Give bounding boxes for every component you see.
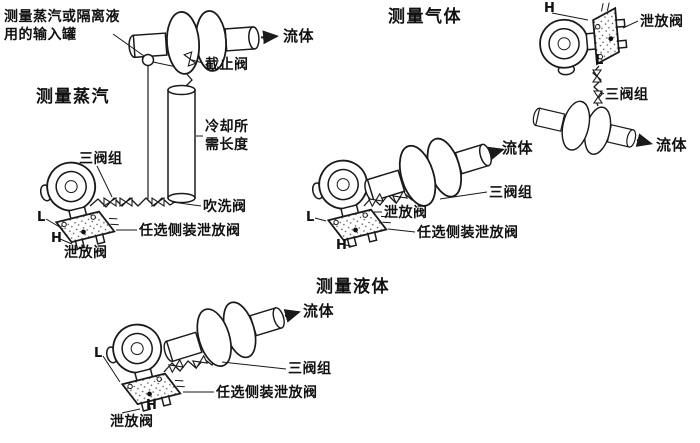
liquid-low-port-label: L	[94, 346, 103, 361]
leader-line	[439, 191, 488, 200]
leader-line	[102, 355, 121, 383]
steam-manifold-label: 三阀组	[79, 151, 123, 167]
gas-side-fluid-label: 流体	[502, 139, 534, 157]
leader-line	[551, 12, 589, 21]
liquid-fluid-label: 流体	[303, 302, 335, 320]
gas-fluid-label: 流体	[656, 136, 688, 154]
steam-cooling-length-label: 冷却所 需长度	[205, 119, 249, 154]
steam-assembly	[34, 5, 279, 256]
flow-arrow	[283, 309, 301, 323]
leader-line	[96, 165, 113, 198]
liquid-drain-valve-label: 泄放阀	[110, 414, 154, 430]
steam-inlet-tank-note: 测量蒸汽或隔离液 用的输入罐	[4, 9, 120, 44]
steam-drain-valve-label: 泄放阀	[64, 245, 108, 261]
leader-line	[221, 361, 287, 370]
liquid-leader-lines	[102, 355, 287, 414]
steam-low-port-label: L	[37, 210, 46, 225]
gas-side-manifold-label: 三阀组	[489, 185, 533, 201]
gas-side-high-port-label: H	[336, 238, 348, 253]
manifold-valve-icon	[192, 355, 208, 369]
steam-high-port-label: H	[51, 231, 63, 246]
steam-side-drain-label: 任选侧装泄放阀	[139, 223, 241, 239]
condensate-pot-icon	[141, 53, 155, 67]
gas-drain-valve-label: 泄放阀	[640, 14, 684, 30]
steam-section-title: 测量蒸汽	[36, 87, 110, 107]
leader-line	[171, 201, 202, 207]
transmitter-icon	[306, 151, 395, 254]
flow-arrow	[487, 146, 505, 161]
gas-side-optional-drain-label: 任选侧装泄放阀	[417, 225, 519, 241]
gas-top-assembly	[527, 0, 653, 165]
gas-high-port-label: H	[544, 1, 556, 16]
steam-fluid-label: 流体	[283, 27, 315, 45]
manifold-valve-icon	[593, 90, 603, 104]
gas-side-leader-lines	[314, 191, 488, 247]
leader-line	[112, 33, 145, 57]
leader-line	[622, 20, 639, 29]
flow-arrow	[260, 30, 279, 45]
manifold-valve-icon	[119, 197, 133, 207]
leader-line	[387, 228, 416, 233]
cooling-leg-pipe	[167, 89, 196, 199]
gas-low-port-label: L	[595, 53, 604, 68]
steam-stop-valve-label: 截止阀	[205, 57, 249, 73]
liquid-optional-drain-label: 任选侧装泄放阀	[216, 385, 318, 401]
cooling-leg-top	[167, 84, 196, 96]
leader-line	[599, 90, 605, 95]
impulse-line	[163, 355, 219, 373]
gas-manifold-label: 三阀组	[605, 87, 649, 103]
leader-line	[191, 59, 204, 64]
leader-line	[45, 218, 64, 230]
flow-arrow	[635, 133, 653, 147]
liquid-high-port-label: H	[146, 398, 158, 413]
leader-line	[59, 238, 73, 245]
liquid-assembly	[100, 287, 301, 418]
leader-line	[344, 244, 352, 247]
liquid-manifold-label: 三阀组	[288, 361, 332, 377]
gas-side-drain-valve-label: 泄放阀	[384, 205, 428, 221]
manifold-valve-icon	[103, 197, 117, 207]
leader-line	[314, 217, 327, 222]
gas-side-assembly	[306, 123, 505, 254]
process-pipe-icon	[355, 123, 501, 223]
gas-side-low-port-label: L	[306, 210, 315, 225]
steam-purge-valve-label: 吹洗阀	[203, 199, 247, 215]
gas-top-leader-lines	[551, 12, 639, 95]
cooling-leg-bottom	[167, 192, 196, 204]
liquid-section-title: 测量液体	[316, 277, 390, 297]
manifold-valve-icon	[592, 69, 602, 83]
leader-line	[121, 408, 141, 414]
purge-valve-icon	[151, 197, 165, 207]
steam-leader-lines	[45, 33, 204, 245]
gas-section-title: 测量气体	[388, 7, 462, 27]
